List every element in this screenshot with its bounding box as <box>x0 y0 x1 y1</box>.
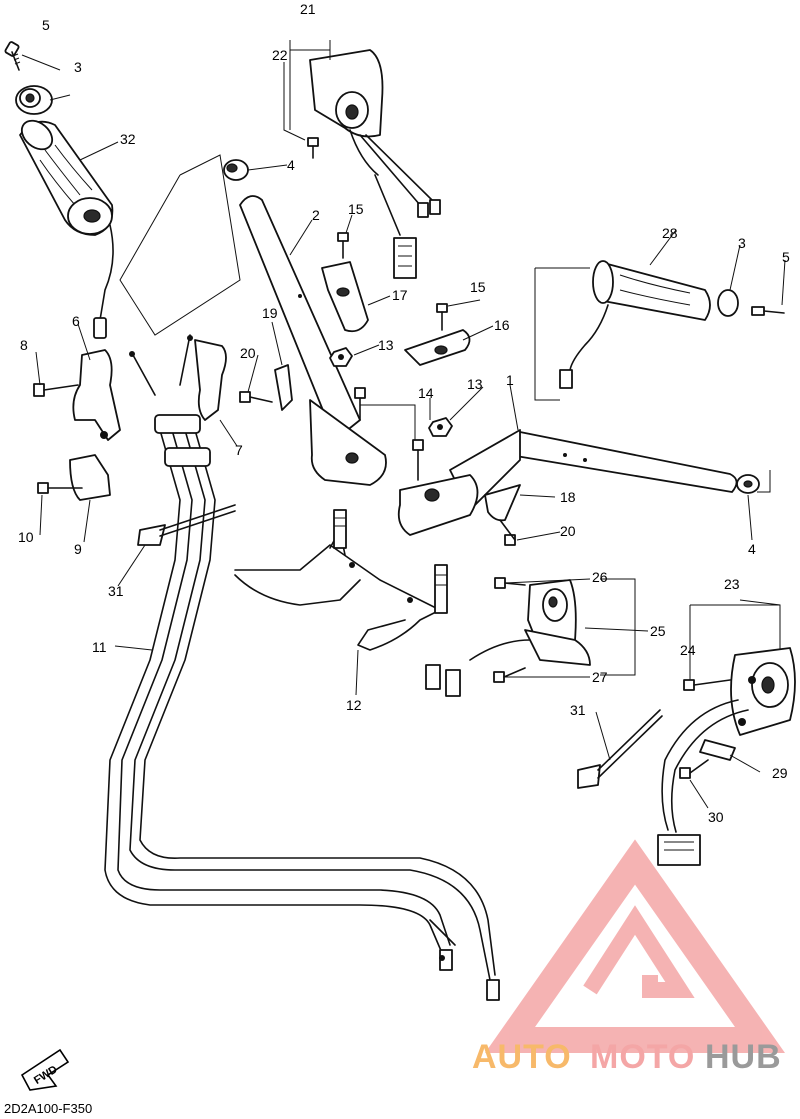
callout-32: 32 <box>120 131 136 147</box>
callout-3-right: 3 <box>738 235 746 251</box>
part-20-screw-left <box>239 391 273 403</box>
callout-19: 19 <box>262 305 278 321</box>
callout-5-left: 5 <box>42 17 50 33</box>
part-9-switch-bracket <box>69 454 111 501</box>
part-11-throttle-cables <box>104 414 500 1001</box>
callout-2: 2 <box>312 207 320 223</box>
callout-16: 16 <box>494 317 510 333</box>
fwd-arrow-icon <box>20 1048 70 1091</box>
part-4-bar-end-plug-top <box>223 159 249 181</box>
callout-31-right: 31 <box>570 702 586 718</box>
part-15-bolt-right <box>436 303 448 331</box>
part-16-upper-holder-plate-right <box>404 329 471 366</box>
watermark-logo <box>484 839 786 1053</box>
callout-24: 24 <box>680 642 696 658</box>
callout-9: 9 <box>74 541 82 557</box>
callout-13-left: 13 <box>378 337 394 353</box>
part-6-clutch-lever-holder <box>72 349 121 441</box>
callout-7: 7 <box>235 442 243 458</box>
part-21-handlebar-switch-top <box>309 49 441 279</box>
callout-14: 14 <box>418 385 434 401</box>
callout-31-left: 31 <box>108 583 124 599</box>
part-19-wire-holder <box>274 364 293 411</box>
callout-3-left: 3 <box>74 59 82 75</box>
callout-8: 8 <box>20 337 28 353</box>
callout-21: 21 <box>300 1 316 17</box>
part-1-handlebar-right <box>397 429 738 536</box>
part-25-switch-assembly <box>425 579 591 697</box>
callout-20-left: 20 <box>240 345 256 361</box>
part-4-bar-end-plug-right <box>736 474 760 494</box>
part-23-handlebar-switch-right <box>657 647 796 866</box>
watermark-text-auto: AUTO <box>472 1038 572 1076</box>
callout-18: 18 <box>560 489 576 505</box>
callout-30: 30 <box>708 809 724 825</box>
part-30-screw <box>679 759 709 779</box>
callout-25: 25 <box>650 623 666 639</box>
part-27-screw <box>493 667 526 683</box>
part-8-bolt <box>33 383 79 397</box>
part-24-screw <box>683 679 731 691</box>
callout-27: 27 <box>592 669 608 685</box>
part-10-screw <box>37 482 83 494</box>
part-14-bolts <box>354 387 424 481</box>
part-13-nut-left <box>329 347 353 367</box>
leader-lines <box>21 40 786 809</box>
callout-29: 29 <box>772 765 788 781</box>
part-28-grip-right <box>559 260 785 389</box>
callout-4-right: 4 <box>748 541 756 557</box>
part-17-upper-holder-plate <box>321 261 369 333</box>
callout-23: 23 <box>724 576 740 592</box>
callout-15-right: 15 <box>470 279 486 295</box>
part-12-wire-bracket <box>234 509 448 651</box>
part-3-bar-end-left <box>15 85 53 115</box>
diagram-code: 2D2A100-F350 <box>4 1101 92 1116</box>
callout-12: 12 <box>346 697 362 713</box>
callout-5-right: 5 <box>782 249 790 265</box>
callout-1: 1 <box>506 372 514 388</box>
callout-17: 17 <box>392 287 408 303</box>
part-29-clip <box>699 739 736 761</box>
callout-6: 6 <box>72 313 80 329</box>
part-31-cable-tie-right <box>577 709 663 789</box>
watermark-text-moto: MOTO <box>590 1038 695 1076</box>
part-2-handlebar-left <box>239 195 387 486</box>
part-15-bolt-left <box>337 232 349 259</box>
callout-11: 11 <box>92 639 107 655</box>
part-32-grip-left <box>19 119 114 339</box>
callout-13-right: 13 <box>467 376 483 392</box>
callout-20-right: 20 <box>560 523 576 539</box>
callout-15-left: 15 <box>348 201 364 217</box>
part-5-bolt-left <box>4 41 21 71</box>
callout-28: 28 <box>662 225 678 241</box>
part-13-nut-right <box>428 417 453 437</box>
callout-22: 22 <box>272 47 288 63</box>
part-22-screw <box>307 137 319 159</box>
part-18-bracket <box>484 484 521 522</box>
callout-26: 26 <box>592 569 608 585</box>
watermark-text-hub: HUB <box>705 1038 782 1076</box>
part-7-lever-bracket <box>129 334 227 421</box>
part-31-cable-tie-left <box>137 504 236 546</box>
callout-10: 10 <box>18 529 34 545</box>
callout-4-top: 4 <box>287 157 295 173</box>
part-20-screw-right <box>499 519 516 546</box>
